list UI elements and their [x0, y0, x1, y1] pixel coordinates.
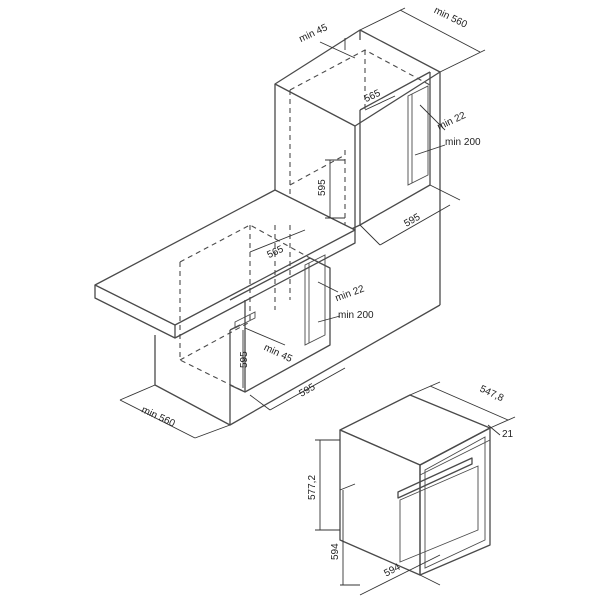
upper-min45-label: min 45	[298, 22, 330, 45]
oven-547-label: 547,8	[478, 384, 506, 405]
lower-min22-label: min 22	[334, 283, 366, 304]
upper-595v-label: 595	[317, 179, 328, 196]
oven-594v-label: 594	[330, 543, 341, 560]
dimension-lines	[119, 7, 516, 596]
oven-unit	[339, 394, 491, 576]
oven-21-label: 21	[502, 429, 514, 440]
oven-577-label: 577,2	[307, 475, 318, 500]
lower-595v-label: 595	[239, 351, 250, 368]
worktop	[94, 189, 356, 339]
upper-min560-label: min 560	[432, 5, 469, 31]
upper-595h-label: 595	[402, 212, 422, 230]
lower-cabinet	[154, 224, 441, 426]
lower-min560-label: min 560	[140, 405, 177, 430]
upper-min200-label: min 200	[445, 137, 481, 148]
upper-cabinet	[274, 29, 441, 305]
lower-min45-label: min 45	[262, 342, 294, 365]
lower-min200-label: min 200	[338, 310, 374, 321]
